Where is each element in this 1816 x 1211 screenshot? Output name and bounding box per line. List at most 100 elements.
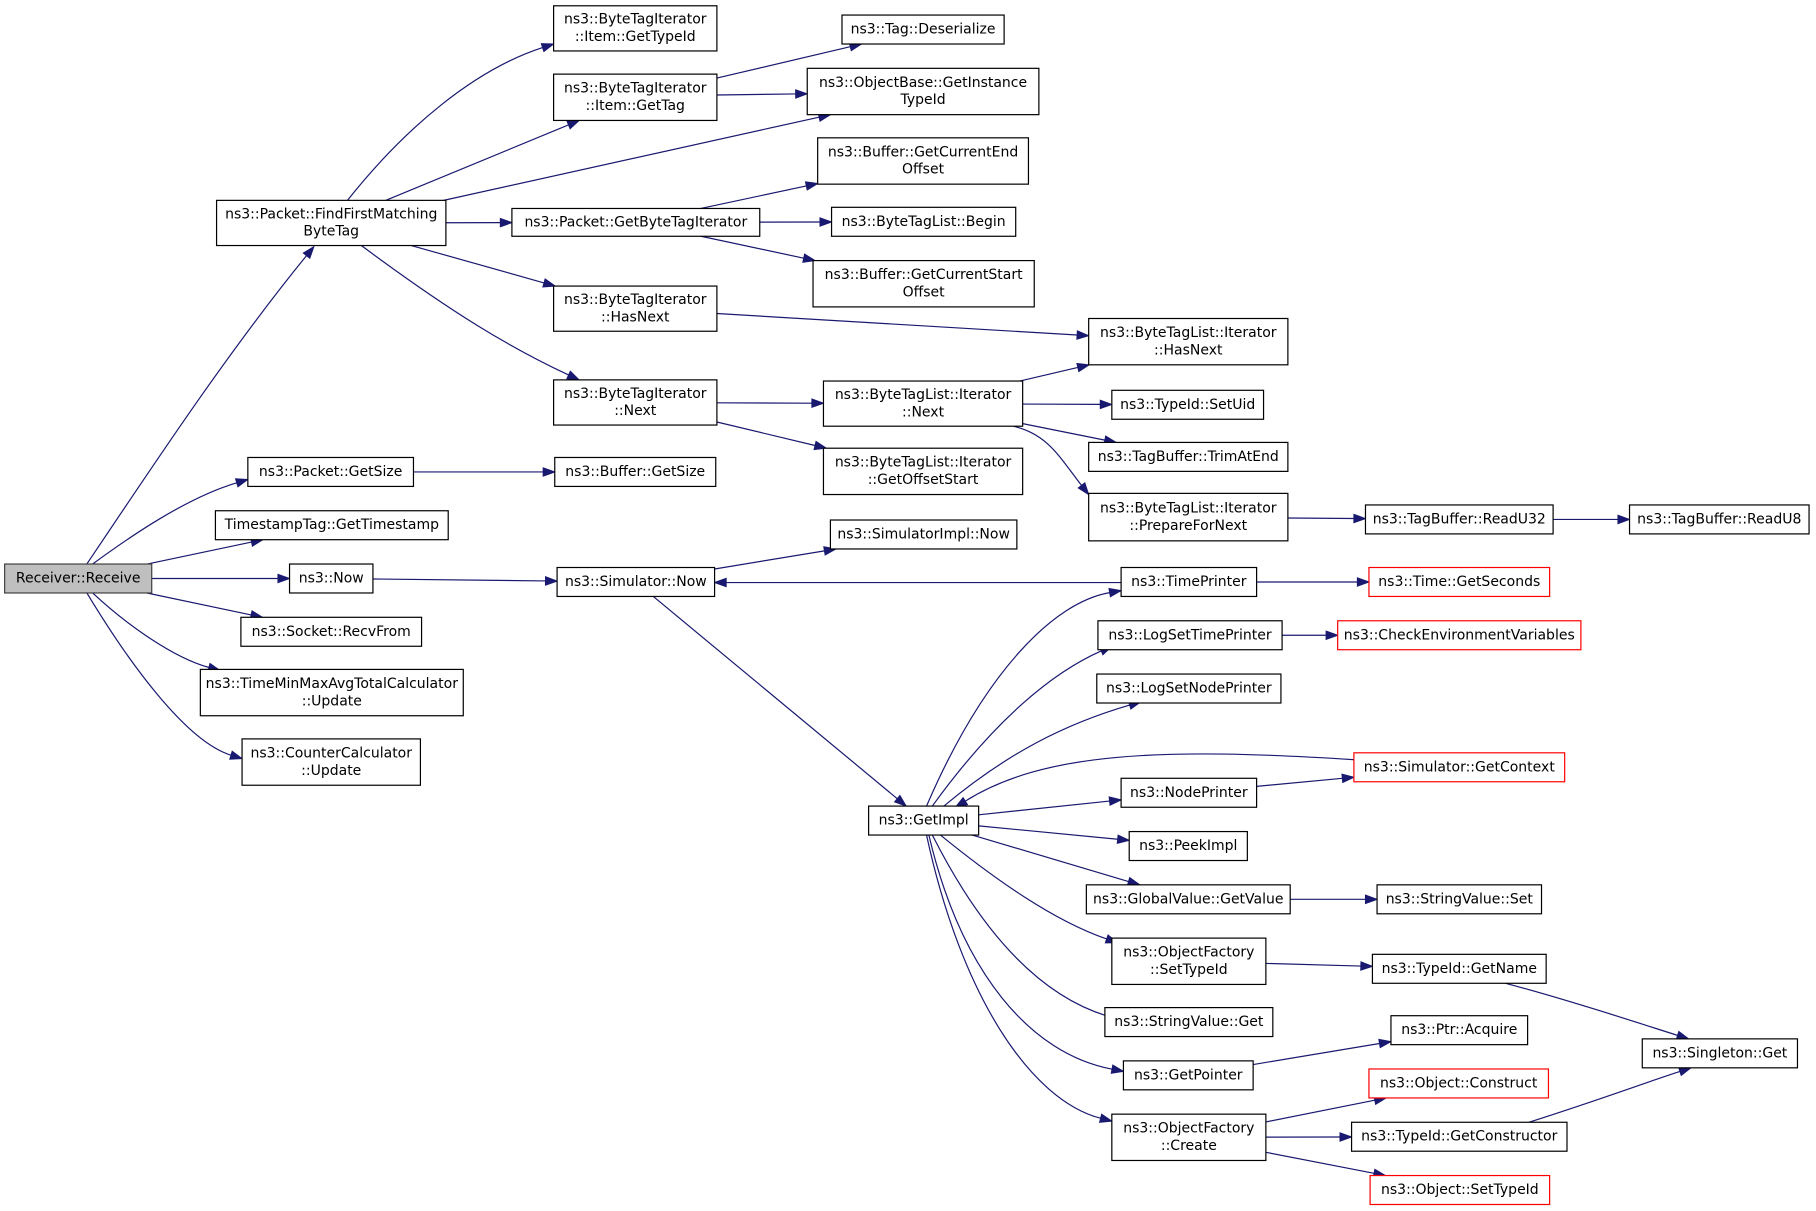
node-label: ns3::TimePrinter: [1131, 574, 1247, 590]
edge-line: [700, 185, 807, 210]
edge-arrowhead: [277, 573, 292, 584]
edge-line: [931, 650, 1102, 807]
node-simNow[interactable]: ns3::Simulator::Now: [556, 566, 716, 598]
node-box: [1368, 566, 1551, 598]
node-simImplNow[interactable]: ns3::SimulatorImpl::Now: [829, 519, 1018, 550]
edge-arrowhead: [802, 253, 817, 263]
node-typeIdGetCtor[interactable]: ns3::TypeId::GetConstructor: [1350, 1121, 1568, 1152]
node-label: ns3::PeekImpl: [1139, 838, 1237, 854]
node-checkEnv[interactable]: ns3::CheckEnvironmentVariables: [1337, 620, 1582, 651]
node-label: ns3::ByteTagList::Begin: [842, 214, 1006, 230]
call-edge-getPointer-to-ptrAcquire: [1253, 1038, 1393, 1066]
node-typeIdGetName[interactable]: ns3::TypeId::GetName: [1371, 953, 1547, 984]
node-box: [1368, 1068, 1550, 1099]
call-edge-findFirst-to-itemGetTypeId: [346, 43, 556, 201]
node-label: ns3::TypeId::SetUid: [1120, 397, 1255, 413]
node-objSetTypeId[interactable]: ns3::Object::SetTypeId: [1369, 1174, 1551, 1206]
node-objConstruct[interactable]: ns3::Object::Construct: [1368, 1068, 1550, 1099]
call-edge-receive-to-getSize: [92, 478, 250, 565]
call-edge-gvGetValue-to-svSet: [1290, 894, 1379, 905]
edge-arrowhead: [813, 440, 828, 451]
node-now[interactable]: ns3::Now: [288, 563, 374, 594]
edge-arrowhead: [893, 794, 908, 808]
node-getSize[interactable]: ns3::Packet::GetSize: [247, 456, 415, 488]
node-gvGetValue[interactable]: ns3::GlobalValue::GetValue: [1085, 884, 1291, 915]
node-simGetCtx[interactable]: ns3::Simulator::GetContext: [1353, 752, 1566, 783]
node-ofSetTypeId[interactable]: ns3::ObjectFactory::SetTypeId: [1111, 937, 1267, 986]
node-btlItPrep[interactable]: ns3::ByteTagList::Iterator::PrepareForNe…: [1088, 492, 1289, 542]
edge-arrowhead: [811, 398, 825, 409]
node-label: ::Next: [614, 403, 657, 419]
node-nodePrinter[interactable]: ns3::NodePrinter: [1120, 777, 1258, 808]
node-box: [812, 259, 1035, 308]
node-recvFrom[interactable]: ns3::Socket::RecvFrom: [240, 616, 423, 647]
node-btlBegin[interactable]: ns3::ByteTagList::Begin: [830, 206, 1017, 237]
node-tbReadU8[interactable]: ns3::TagBuffer::ReadU8: [1628, 504, 1810, 535]
node-tmmUpdate[interactable]: ns3::TimeMinMaxAvgTotalCalculator::Updat…: [199, 668, 464, 717]
node-label: ::Next: [902, 404, 945, 420]
edge-arrowhead: [1360, 961, 1374, 971]
call-edge-getBTI-to-btlBegin: [759, 217, 834, 227]
node-label: ns3::Buffer::GetSize: [565, 464, 705, 480]
node-box: [553, 285, 718, 332]
node-itemGetTag[interactable]: ns3::ByteTagIterator::Item::GetTag: [553, 73, 718, 122]
edge-line: [1019, 366, 1078, 382]
node-receive[interactable]: Receiver::Receive: [4, 563, 153, 594]
node-label: ns3::TimeMinMaxAvgTotalCalculator: [206, 676, 459, 692]
node-getPointer[interactable]: ns3::GetPointer: [1122, 1060, 1254, 1091]
node-logSetTime[interactable]: ns3::LogSetTimePrinter: [1097, 620, 1283, 651]
edge-line: [92, 592, 210, 669]
node-label: ns3::Object::Construct: [1380, 1075, 1538, 1091]
node-label: ns3::TypeId::GetName: [1382, 961, 1537, 977]
edge-arrowhead: [566, 119, 581, 130]
node-label: ns3::ByteTagIterator: [564, 12, 707, 28]
node-label: Offset: [903, 284, 946, 300]
call-edge-ofCreate-to-objSetTypeId: [1265, 1151, 1387, 1179]
node-label: ns3::ObjectFactory: [1123, 945, 1254, 961]
call-edge-btlItNext-to-btlItPrep: [1013, 425, 1090, 496]
node-getImpl[interactable]: ns3::GetImpl: [868, 805, 980, 836]
edge-line: [1505, 982, 1678, 1036]
edge-line: [411, 244, 545, 284]
node-ofCreate[interactable]: ns3::ObjectFactory::Create: [1111, 1113, 1267, 1162]
node-peekImpl[interactable]: ns3::PeekImpl: [1128, 830, 1248, 862]
node-timePrinter[interactable]: ns3::TimePrinter: [1120, 566, 1258, 598]
node-tbTrim[interactable]: ns3::TagBuffer::TrimAtEnd: [1088, 441, 1289, 472]
node-label: ::Create: [1161, 1138, 1217, 1154]
node-label: ns3::ByteTagList::Iterator: [1100, 325, 1277, 341]
node-tagDeser[interactable]: ns3::Tag::Deserialize: [841, 14, 1005, 45]
node-ptrAcquire[interactable]: ns3::Ptr::Acquire: [1390, 1015, 1529, 1046]
node-bufGetSize[interactable]: ns3::Buffer::GetSize: [554, 456, 717, 488]
call-edge-getBTI-to-bufCurEnd: [700, 181, 820, 210]
node-box: [1641, 1038, 1799, 1069]
node-svSet[interactable]: ns3::StringValue::Set: [1376, 884, 1543, 915]
node-itemGetTypeId[interactable]: ns3::ByteTagIterator::Item::GetTypeId: [553, 5, 718, 52]
node-typeIdSetUid[interactable]: ns3::TypeId::SetUid: [1111, 389, 1265, 420]
node-getTimestamp[interactable]: TimestampTag::GetTimestamp: [214, 510, 449, 541]
node-box: [1376, 884, 1543, 915]
edge-arrowhead: [234, 478, 250, 488]
node-timeGetSec[interactable]: ns3::Time::GetSeconds: [1368, 566, 1551, 598]
node-svGet[interactable]: ns3::StringValue::Get: [1104, 1007, 1274, 1038]
node-btlItHasNext[interactable]: ns3::ByteTagList::Iterator::HasNext: [1088, 317, 1289, 366]
node-label: ns3::StringValue::Set: [1386, 891, 1534, 907]
edge-line: [1253, 1042, 1380, 1066]
node-tbReadU32[interactable]: ns3::TagBuffer::ReadU32: [1364, 504, 1554, 535]
node-box: [1122, 1060, 1254, 1091]
node-singletonGet[interactable]: ns3::Singleton::Get: [1641, 1038, 1799, 1069]
node-box: [1096, 673, 1282, 704]
node-btlItNext[interactable]: ns3::ByteTagList::Iterator::Next: [822, 380, 1024, 427]
edge-arrowhead: [566, 370, 581, 381]
node-getBTI[interactable]: ns3::Packet::GetByteTagIterator: [511, 207, 761, 237]
node-btlItGetOff[interactable]: ns3::ByteTagList::Iterator::GetOffsetSta…: [822, 447, 1024, 496]
node-ccUpdate[interactable]: ns3::CounterCalculator::Update: [241, 738, 422, 786]
node-logSetNode[interactable]: ns3::LogSetNodePrinter: [1096, 673, 1282, 704]
node-box: [4, 563, 153, 594]
node-btiHasNext[interactable]: ns3::ByteTagIterator::HasNext: [553, 285, 718, 332]
node-btiNext[interactable]: ns3::ByteTagIterator::Next: [553, 379, 718, 426]
node-label: ns3::Singleton::Get: [1652, 1045, 1787, 1061]
